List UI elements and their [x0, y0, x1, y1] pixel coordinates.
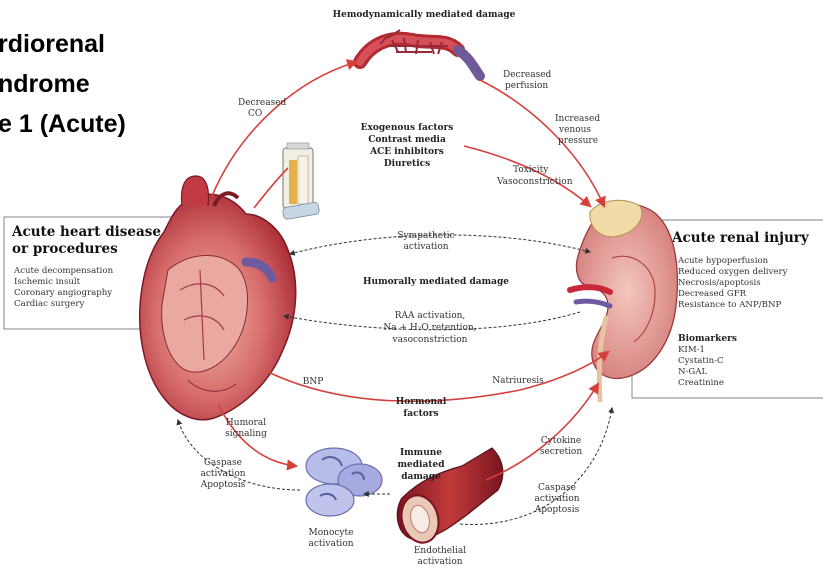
label-immune: damage	[401, 472, 441, 482]
label-caspase-left: Caspase	[204, 458, 242, 468]
label-caspase-right: Apoptosis	[534, 505, 580, 515]
label-increased-venous: Increased	[555, 114, 600, 124]
label-humoral-signaling: Humoral	[226, 418, 266, 428]
label-natriuresis: Natriuresis	[492, 376, 544, 386]
label-bnp: BNP	[303, 377, 324, 387]
label-caspase-right: activation	[534, 494, 579, 504]
right-box-item: Decreased GFR	[678, 289, 747, 299]
title-line-3: e 1 (Acute)	[0, 110, 126, 138]
arrow-cytokine	[486, 384, 598, 480]
label-toxicity: Vasoconstriction	[496, 177, 573, 187]
label-exogenous: Diuretics	[384, 159, 430, 169]
left-box-item: Coronary angiography	[14, 288, 112, 298]
label-decreased-perfusion: Decreased	[503, 70, 552, 80]
biomarker-item: Creatinine	[678, 378, 724, 388]
label-immune: Immune	[400, 448, 442, 458]
right-box-heading: Acute renal injury	[671, 230, 810, 246]
biomarkers-heading: Biomarkers	[678, 334, 737, 344]
label-decreased-co: Decreased	[238, 98, 287, 108]
label-raa: vasoconstriction	[392, 335, 468, 345]
label-cytokine: Cytokine	[541, 436, 581, 446]
label-endothelial: activation	[417, 557, 462, 567]
left-box-heading-2: or procedures	[12, 241, 118, 257]
label-raa: RAA activation,	[395, 311, 466, 321]
title-line-1: rdiorenal	[0, 30, 105, 58]
biomarker-item: N-GAL	[678, 367, 707, 377]
label-cytokine: secretion	[540, 447, 583, 457]
left-box-item: Cardiac surgery	[14, 299, 84, 309]
label-sympathetic: activation	[403, 242, 448, 252]
hemodynamic-label: Hemodynamically mediated damage	[333, 10, 516, 20]
label-toxicity: Toxicity	[513, 165, 549, 175]
label-humorally: Humorally mediated damage	[363, 277, 509, 287]
label-increased-venous: venous	[558, 125, 591, 135]
right-box-item: Resistance to ANP/BNP	[678, 300, 781, 310]
arrow-toxicity	[464, 146, 590, 206]
title-line-2: ndrome	[0, 70, 90, 98]
right-box-item: Necrosis/apoptosis	[678, 278, 761, 288]
right-box-item: Acute hypoperfusion	[677, 256, 769, 266]
label-sympathetic: Sympathetic	[397, 231, 454, 241]
biomarker-item: KIM-1	[678, 345, 705, 355]
right-box-item: Reduced oxygen delivery	[678, 267, 788, 277]
label-monocyte: Monocyte	[309, 528, 354, 538]
label-increased-venous: pressure	[558, 136, 598, 146]
left-box-heading-1: Acute heart disease	[11, 224, 161, 240]
capillary-bed-illustration	[360, 30, 480, 76]
left-box-item: Acute decompensation	[13, 266, 114, 276]
label-hormonal: factors	[403, 409, 438, 419]
label-decreased-co: CO	[248, 109, 262, 119]
label-exogenous: Exogenous factors	[361, 123, 454, 133]
label-caspase-left: activation	[200, 469, 245, 479]
label-endothelial: Endothelial	[414, 546, 466, 556]
heart-illustration	[140, 176, 296, 420]
slide-title: rdiorenal ndrome e 1 (Acute)	[0, 30, 126, 138]
monocyte-illustration	[306, 448, 382, 516]
label-decreased-perfusion: perfusion	[505, 81, 548, 91]
biomarker-item: Cystatin-C	[678, 356, 724, 366]
label-exogenous: Contrast media	[368, 135, 446, 145]
label-hormonal: Hormonal	[396, 397, 447, 407]
label-immune: mediated	[398, 460, 446, 470]
label-monocyte: activation	[308, 539, 353, 549]
left-box-item: Ischemic insult	[14, 277, 81, 287]
contrast-bottle-illustration	[282, 143, 320, 220]
label-caspase-right: Caspase	[538, 483, 576, 493]
label-exogenous: ACE inhibitors	[369, 147, 444, 157]
label-humoral-signaling: signaling	[225, 429, 267, 439]
label-raa: Na + H₂O retention,	[383, 323, 476, 333]
label-caspase-left: Apoptosis	[200, 480, 246, 490]
